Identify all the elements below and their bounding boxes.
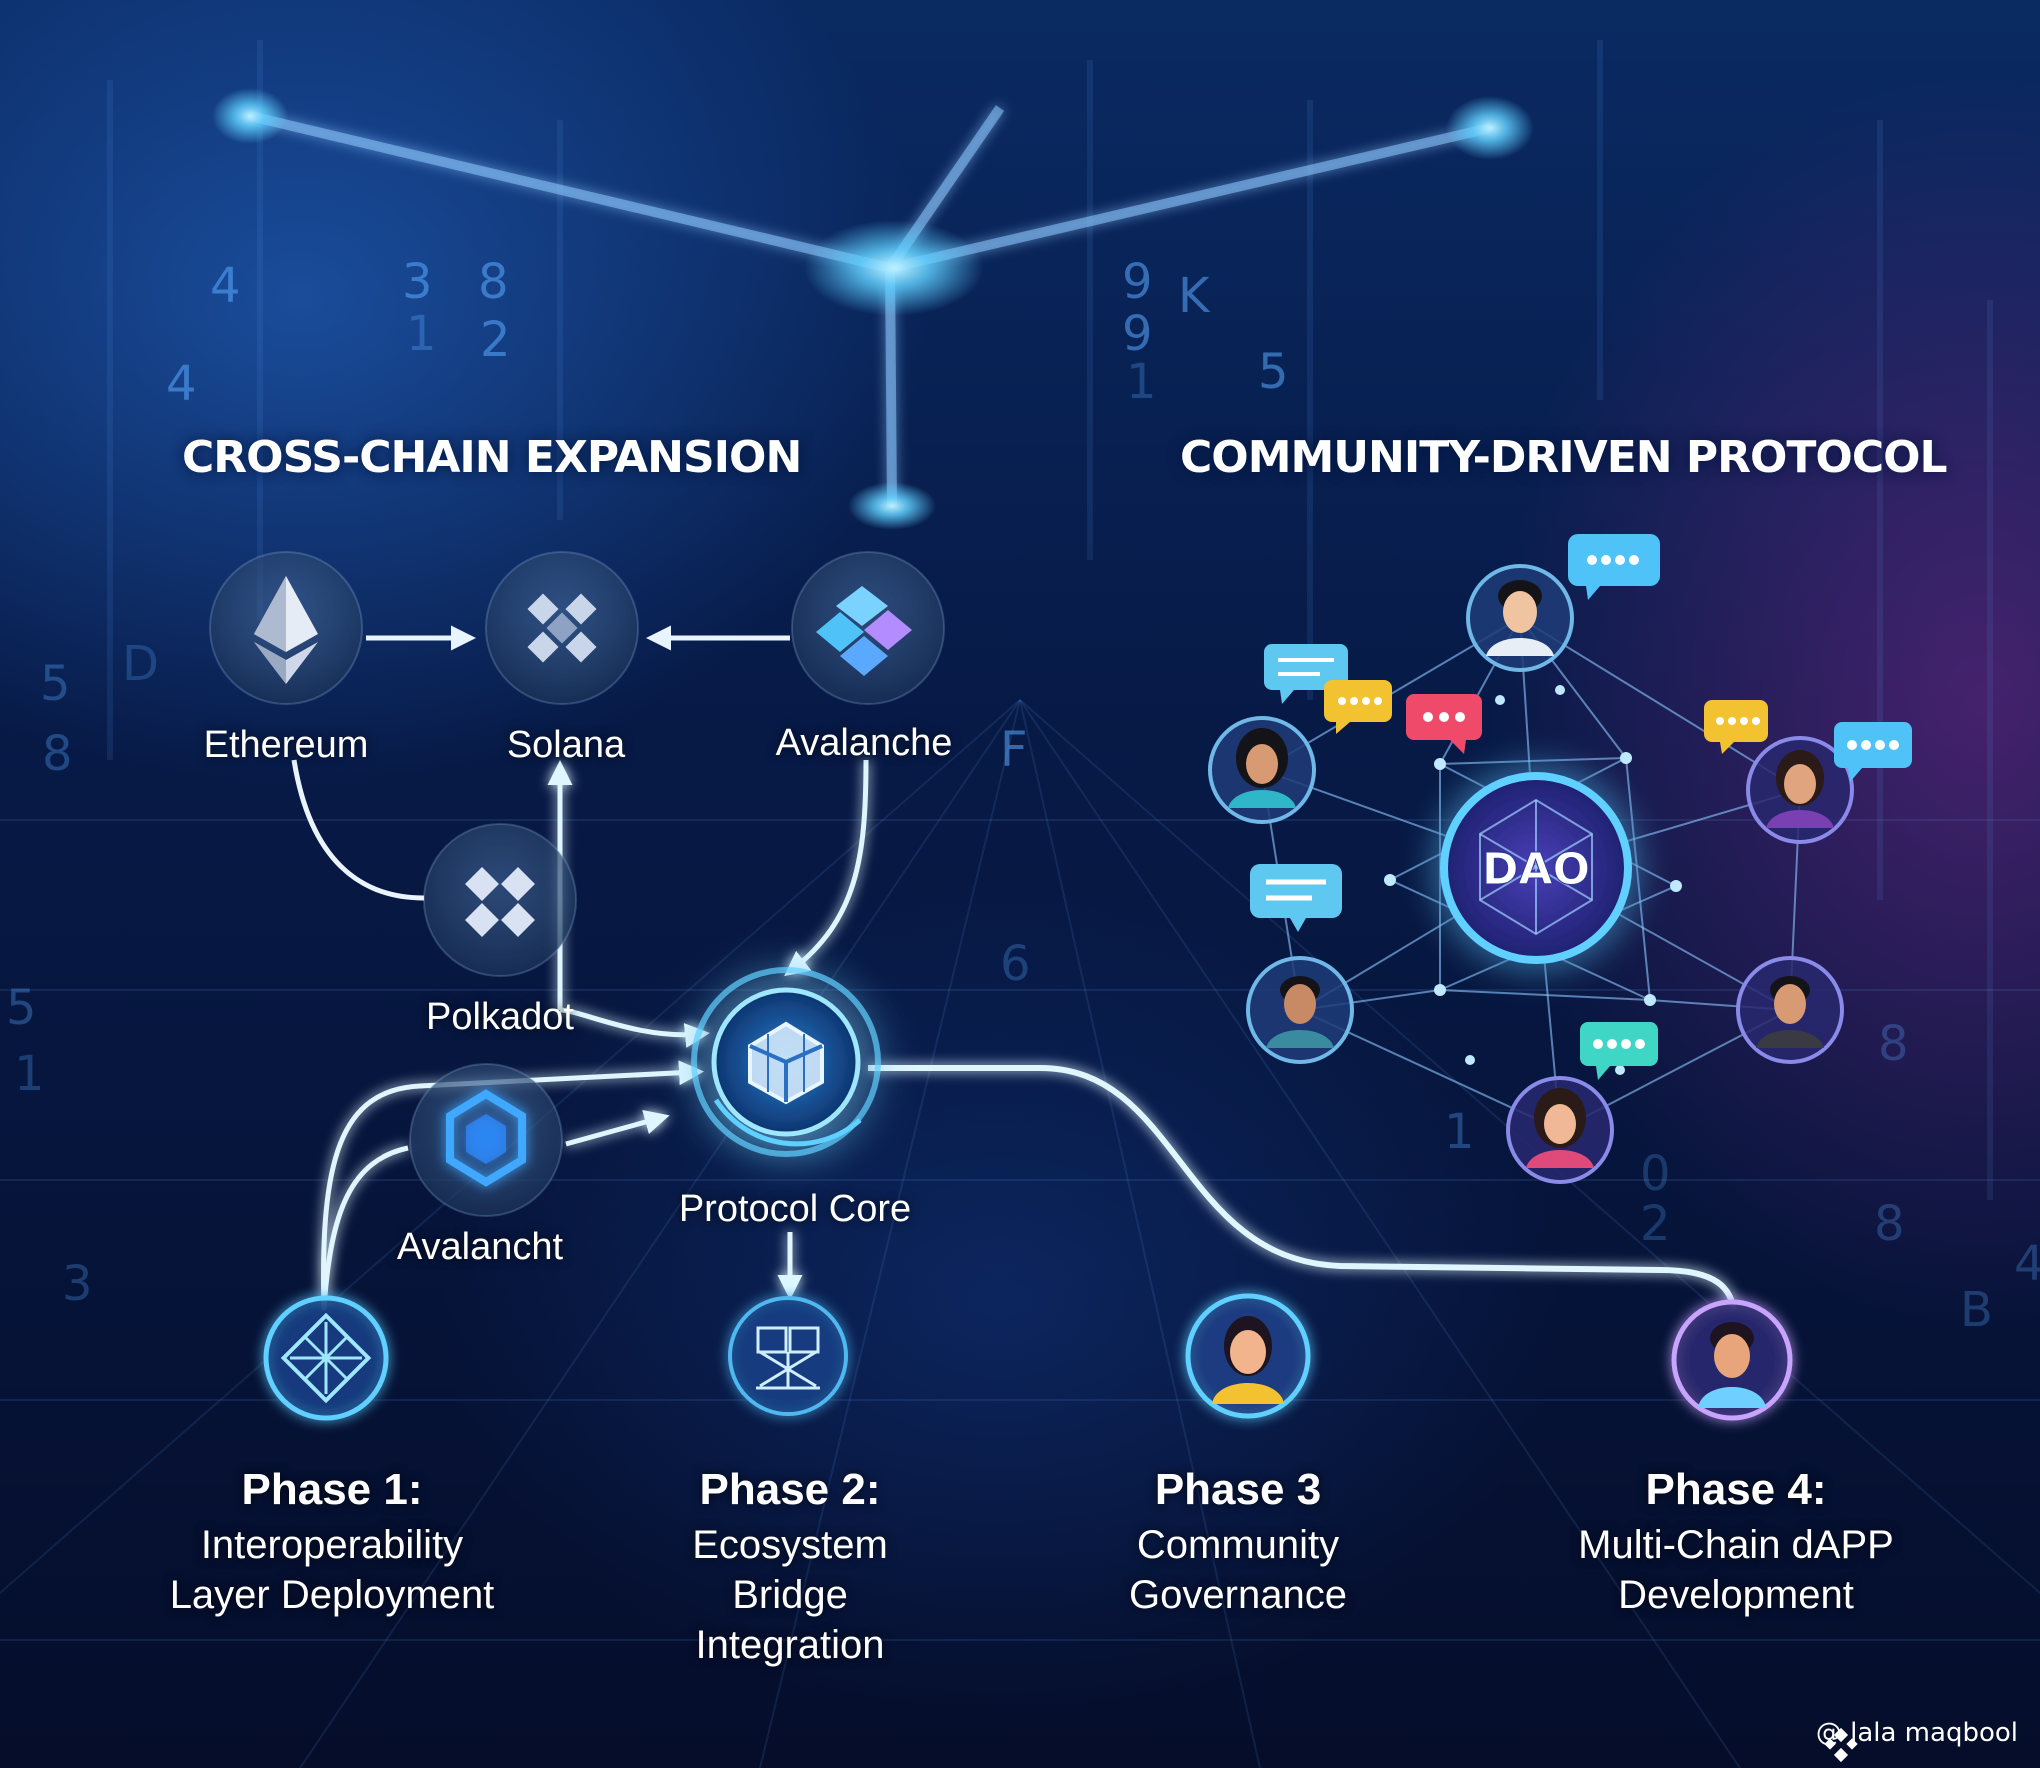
chat-bubble-icon: [1324, 680, 1392, 734]
cross-chain-title: CROSS-CHAIN EXPANSION: [182, 432, 802, 483]
bg-glyph: 5: [6, 980, 37, 1036]
bg-glyph: 1: [406, 306, 437, 362]
protocol-core-icon: [748, 1021, 824, 1105]
phase-2-description: Ecosystem Bridge Integration: [692, 1523, 888, 1667]
avalanche-icon: [816, 586, 912, 676]
curve-ethereum-polkadot: [291, 759, 425, 901]
phase2-icon-node[interactable]: [728, 1296, 848, 1416]
community-member-avatar[interactable]: [1746, 736, 1854, 844]
avalancht-label: Avalancht: [396, 1226, 564, 1268]
solana-node[interactable]: [485, 551, 639, 705]
bg-glyph: 1: [1444, 1104, 1475, 1160]
bg-glyph: 8: [478, 254, 509, 310]
arrow-phase1-to-avalancht: [321, 1145, 409, 1311]
bg-glyph: 3: [402, 254, 433, 310]
bg-glyph: 8: [1878, 1016, 1909, 1072]
bg-glyph: 1: [14, 1046, 45, 1102]
community-member-avatar[interactable]: [1736, 956, 1844, 1064]
avalancht-node[interactable]: [409, 1063, 563, 1217]
community-member-avatar[interactable]: [1208, 716, 1316, 824]
bg-glyph: 4: [2014, 1236, 2040, 1292]
protocol-core-label: Protocol Core: [678, 1188, 912, 1230]
bg-glyph: 4: [166, 356, 197, 412]
phase-4-title: Phase 4:: [1645, 1465, 1827, 1514]
chat-bubble-icon: [1580, 1022, 1658, 1080]
polkadot-node[interactable]: [423, 823, 577, 977]
phase-1-description: Interoperability Layer Deployment: [169, 1523, 495, 1617]
timeline-core-to-phase4: [868, 1065, 1737, 1311]
bg-glyph: K: [1178, 268, 1211, 324]
phase3-avatar[interactable]: [1185, 1293, 1311, 1419]
chat-bubble-icon: [1406, 694, 1482, 754]
community-member-avatar[interactable]: [1506, 1076, 1614, 1184]
phase4-avatar[interactable]: [1671, 1299, 1793, 1421]
bg-glyph: D: [122, 636, 159, 692]
user-avatar-icon: [1698, 1322, 1766, 1408]
phase-3-description: Community Governance: [1129, 1523, 1347, 1617]
bridge-icon: [756, 1326, 820, 1390]
watermark-text: @ lala maqbool: [1815, 1718, 2018, 1748]
background-streaks: [107, 40, 1993, 1200]
bg-glyph: 8: [42, 726, 73, 782]
phase-2: Phase 2: Ecosystem Bridge Integration: [580, 1460, 1000, 1670]
bg-glyph: 2: [1640, 1196, 1671, 1252]
user-avatar-icon: [1212, 1316, 1284, 1404]
bg-glyph: 8: [1874, 1196, 1905, 1252]
bg-glyph: B: [1960, 1282, 1993, 1338]
community-protocol-title: COMMUNITY-DRIVEN PROTOCOL: [1180, 432, 1948, 483]
ethereum-icon: [254, 576, 318, 684]
chat-bubble-icon: [1250, 864, 1342, 932]
phase-2-title: Phase 2:: [699, 1465, 881, 1514]
dao-label: DAO: [1482, 844, 1590, 895]
chat-bubble-icon: [1834, 722, 1912, 782]
avalanche-node[interactable]: [791, 551, 945, 705]
bg-glyph: 6: [1000, 936, 1031, 992]
chat-bubble-icon: [1264, 644, 1348, 704]
phase-4: Phase 4: Multi-Chain dAPP Development: [1526, 1460, 1946, 1620]
phase-3: Phase 3 Community Governance: [1028, 1460, 1448, 1620]
avalanche-label: Avalanche: [775, 722, 953, 764]
chat-bubble-icon: [1704, 700, 1768, 754]
bg-glyph: 9: [1122, 306, 1153, 362]
arrow-avalancht-to-core: [565, 1109, 670, 1147]
bg-glyph: 2: [480, 312, 511, 368]
background-glyphs: 4 3 8 1 2 4 9 K 9 1 5 5 8 D F 5 1 6 3 8 …: [6, 254, 2040, 1338]
phase-1: Phase 1: Interoperability Layer Deployme…: [122, 1460, 542, 1620]
chat-bubbles: [1250, 534, 1912, 1080]
lattice-icon: [280, 1312, 372, 1404]
bg-glyph: 5: [40, 656, 71, 712]
community-avatars: [1208, 564, 1854, 1184]
bg-glyph: 9: [1122, 254, 1153, 310]
chat-bubble-icon: [1568, 534, 1660, 600]
bg-glyph: 1: [1126, 354, 1157, 410]
phase-1-title: Phase 1:: [241, 1465, 423, 1514]
connectors: [291, 625, 1737, 1311]
polkadot-label: Polkadot: [426, 996, 574, 1038]
ethereum-label: Ethereum: [203, 724, 369, 766]
network-hub: [212, 88, 1534, 530]
polkadot-icon: [465, 867, 535, 937]
bg-glyph: 4: [210, 258, 241, 314]
community-member-avatar[interactable]: [1246, 956, 1354, 1064]
community-member-avatar[interactable]: [1466, 564, 1574, 672]
dao-network-dots: [1384, 685, 1682, 1075]
solana-label: Solana: [506, 724, 626, 766]
arrow-avalanche-to-core: [784, 759, 869, 977]
bg-glyph: 5: [1258, 344, 1289, 400]
dao-icon: [1479, 798, 1593, 936]
bg-glyph: F: [1000, 722, 1028, 778]
bg-glyph: 0: [1640, 1146, 1671, 1202]
arrow-phase1-to-core: [321, 1060, 704, 1311]
phase-4-description: Multi-Chain dAPP Development: [1578, 1523, 1894, 1617]
hexagon-icon: [446, 1089, 526, 1187]
phase1-icon-node[interactable]: [263, 1295, 389, 1421]
arrow-polkadot-to-core: [559, 1007, 710, 1048]
ethereum-node[interactable]: [209, 551, 363, 705]
phase-3-title: Phase 3: [1154, 1465, 1322, 1514]
watermark-icon: [1824, 1727, 1858, 1763]
bg-glyph: 3: [62, 1256, 93, 1312]
